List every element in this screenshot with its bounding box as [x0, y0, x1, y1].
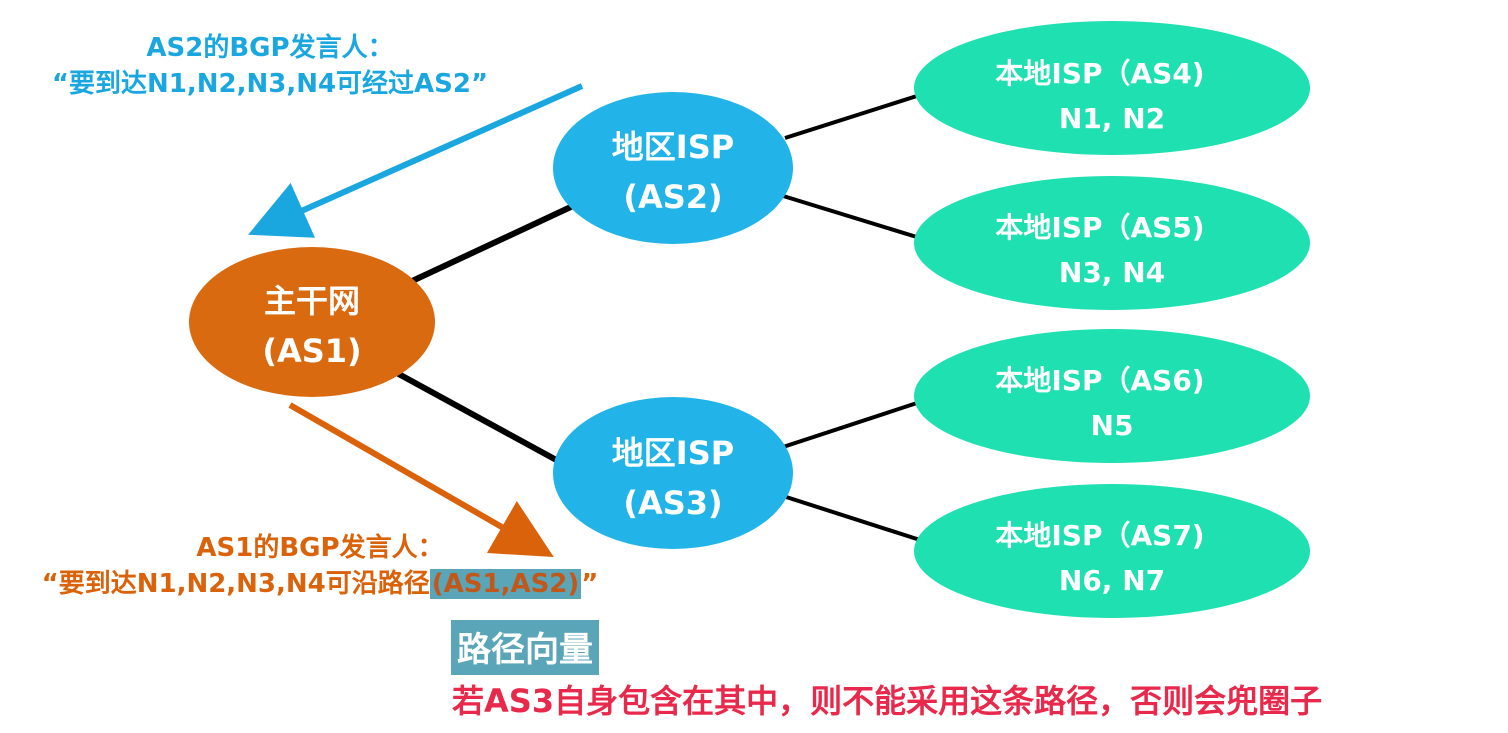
path-vector-label: 路径向量 [451, 620, 599, 675]
link-as1-as2 [408, 202, 577, 285]
callout-as2-speaker: AS2的BGP发言人： “要到达N1,N2,N3,N4可经过AS2” [0, 30, 540, 102]
node-as7-local: 本地ISP（AS7) N6, N7 [914, 484, 1310, 618]
node-as6-line2: N5 [1091, 409, 1134, 442]
link-as1-as3 [393, 369, 562, 465]
node-as7-line2: N6, N7 [1059, 564, 1165, 597]
callout-as1-title: AS1的BGP发言人： [196, 533, 444, 563]
callout-as1-message-suffix: ” [581, 569, 599, 599]
node-as2-regional: 地区ISP (AS2) [553, 92, 793, 244]
node-as3-regional: 地区ISP (AS3) [553, 397, 793, 549]
node-as4-line1: 本地ISP（AS4) [995, 57, 1204, 90]
node-as6-local: 本地ISP（AS6) N5 [914, 329, 1310, 463]
link-as3-as6 [779, 400, 921, 450]
node-as4-local: 本地ISP（AS4) N1, N2 [914, 21, 1310, 155]
loop-prevention-note: 若AS3自身包含在其中，则不能采用这条路径，否则会兜圈子 [452, 682, 1323, 720]
arrow-as2-to-as1 [248, 83, 584, 238]
node-as1-line1: 主干网 [264, 282, 360, 320]
link-as2-as4 [784, 93, 921, 140]
node-as1-backbone: 主干网 (AS1) [189, 247, 435, 397]
callout-as2-message: “要到达N1,N2,N3,N4可经过AS2” [51, 69, 489, 99]
callout-as1-speaker: AS1的BGP发言人： “要到达N1,N2,N3,N4可沿路径(AS1,AS2)… [0, 530, 640, 602]
node-as5-line1: 本地ISP（AS5) [995, 211, 1204, 244]
callout-as1-message-prefix: “要到达N1,N2,N3,N4可沿路径 [41, 569, 430, 599]
arrow-as1-to-as3 [288, 402, 554, 557]
node-as5-local: 本地ISP（AS5) N3, N4 [914, 176, 1310, 310]
node-as6-line1: 本地ISP（AS6) [995, 364, 1204, 397]
link-as3-as7 [779, 493, 921, 542]
node-as4-line2: N1, N2 [1059, 102, 1165, 135]
node-as2-line2: (AS2) [623, 178, 722, 216]
node-as5-line2: N3, N4 [1059, 256, 1165, 289]
node-as2-line1: 地区ISP [612, 128, 734, 166]
link-as2-as5 [779, 193, 921, 240]
callout-as1-message: “要到达N1,N2,N3,N4可沿路径(AS1,AS2)” [0, 566, 640, 602]
node-as3-line2: (AS3) [623, 484, 722, 522]
node-as1-line2: (AS1) [262, 332, 361, 370]
node-as3-line1: 地区ISP [612, 434, 734, 472]
callout-as2-title: AS2的BGP发言人： [146, 33, 394, 63]
path-vector-highlight: (AS1,AS2) [429, 569, 582, 599]
node-as7-line1: 本地ISP（AS7) [995, 519, 1204, 552]
